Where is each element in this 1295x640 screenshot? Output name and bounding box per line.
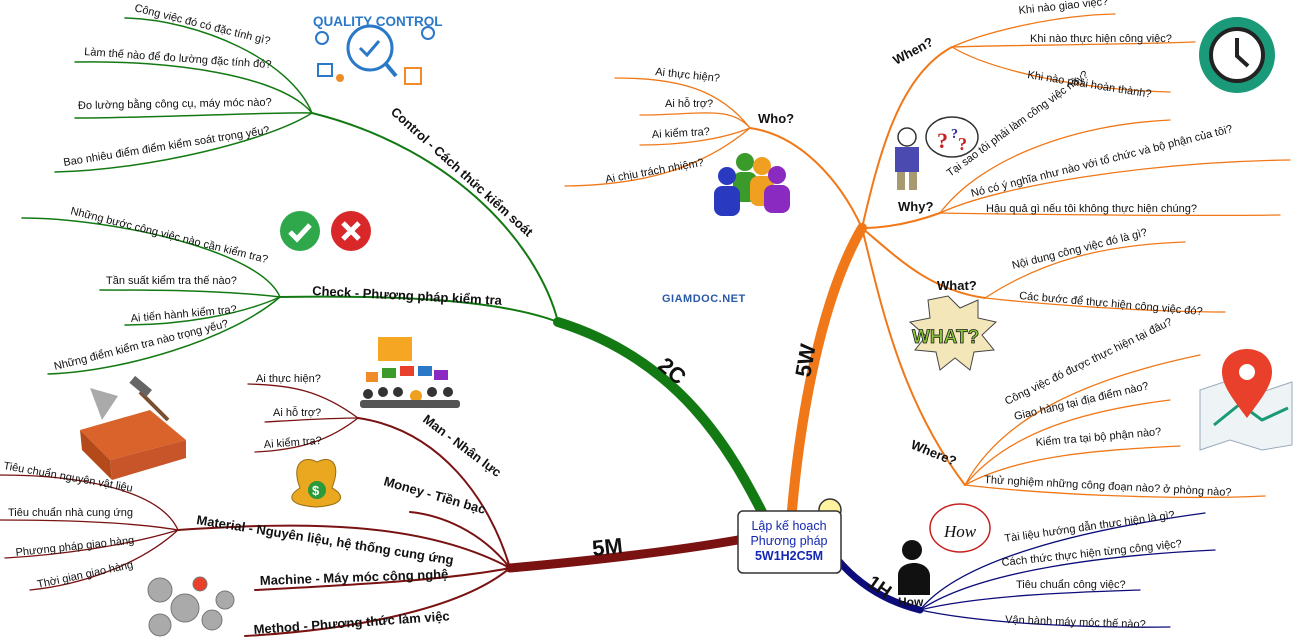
quality-control-title: QUALITY CONTROL (313, 14, 443, 29)
trunk-5m (505, 535, 743, 573)
where-item: Kiểm tra tại bộ phận nào? (1035, 426, 1162, 449)
how-thinker-graphic: How (898, 503, 991, 595)
trunk-1h (834, 556, 924, 614)
material-label: Material - Nguyên liệu, hệ thống cung ứn… (196, 512, 455, 568)
label-2c: 2C (653, 352, 691, 389)
quality-control-graphic (315, 24, 435, 85)
center-line-1: Lập kế hoạch (751, 519, 826, 533)
machine-label: Machine - Máy móc công nghệ (260, 566, 449, 588)
check-branch (279, 295, 559, 323)
how-item: Tài liệu hướng dẫn thực hiện là gì? (1004, 508, 1176, 545)
search-icon (315, 31, 329, 45)
where-label: Where? (909, 437, 959, 469)
money-bag-icon: $ (291, 458, 342, 508)
map-pin-graphic (1199, 349, 1293, 451)
thinking-person-graphic: ? ? ? (895, 116, 979, 190)
man-item: Ai kiểm tra? (263, 435, 322, 451)
what-label: What? (937, 278, 977, 293)
branch-5w (564, 13, 1291, 515)
people-speech-graphic (360, 337, 460, 408)
man-item: Ai thực hiện? (256, 373, 321, 385)
control-item: Bao nhiêu điểm điểm kiểm soát trọng yếu? (63, 124, 271, 168)
control-item: Công việc đó có đặc tính gì? (133, 2, 271, 47)
when-item: Khi nào thực hiện công việc? (1030, 33, 1172, 45)
control-branch (311, 112, 559, 323)
check-cross-graphic (280, 211, 371, 251)
people-group-graphic (714, 153, 790, 216)
control-label: Control - Cách thức kiểm soát (388, 104, 537, 240)
chart-icon (404, 67, 422, 85)
bricks-trowel-graphic (80, 375, 186, 480)
material-item: Phương pháp giao hàng (15, 535, 135, 559)
clock-icon (1199, 17, 1275, 93)
label-5w: 5W (790, 342, 820, 379)
how-bubble-text: How (943, 522, 977, 541)
what-item: Nội dung công việc đó là gì? (1011, 227, 1149, 272)
money-label: Money - Tiền bạc (382, 473, 487, 516)
who-item: Ai kiểm tra? (652, 126, 711, 141)
check-item: Tần suất kiểm tra thế nào? (106, 275, 237, 287)
center-line-2: Phương pháp (750, 534, 827, 548)
svg-text:?: ? (958, 134, 967, 154)
branch-2c (21, 17, 767, 517)
trunk-5w (787, 223, 867, 515)
center-box (737, 510, 842, 574)
center-line-3: 5W1H2C5M (755, 549, 823, 563)
why-label: Why? (898, 199, 933, 214)
man-label: Man - Nhân lực (420, 411, 504, 480)
who-item: Ai hỗ trợ? (665, 97, 713, 110)
material-item: Tiêu chuẩn nhà cung ứng (8, 507, 133, 519)
who-item: Ai chịu trách nhiệm? (604, 157, 704, 186)
gears-graphic (147, 576, 235, 637)
what-burst-graphic: WHAT? (908, 295, 998, 371)
check-item: Những điểm kiểm tra nào trọng yếu? (53, 318, 230, 373)
when-label: When? (890, 34, 935, 68)
what-graphic-text: WHAT? (912, 327, 979, 348)
location-pin-icon (1222, 349, 1272, 418)
watermark: GIAMDOC.NET (662, 293, 746, 305)
who-item: Ai thực hiện? (655, 66, 721, 85)
how-label: How (898, 595, 924, 609)
check-label: Check - Phương pháp kiểm tra (312, 283, 503, 308)
method-label: Method - Phương thức làm việc (253, 608, 450, 637)
label-5m: 5M (591, 533, 624, 561)
trunk-2c (553, 317, 767, 517)
check-item: Những bước công việc nào cần kiểm tra? (69, 205, 269, 266)
svg-text:?: ? (951, 127, 958, 142)
check-circle-icon (280, 211, 320, 251)
man-item: Ai hỗ trợ? (273, 406, 321, 419)
material-item: Thời gian giao hàng (36, 559, 134, 591)
branch-5m (0, 383, 743, 637)
svg-text:$: $ (312, 483, 320, 498)
svg-text:?: ? (937, 128, 948, 153)
check-icon (358, 40, 381, 58)
gear-icon (421, 26, 435, 40)
what-item: Các bước để thực hiện công việc đó? (1019, 290, 1203, 318)
why-item: Hậu quả gì nếu tôi không thực hiện chúng… (986, 203, 1197, 215)
control-item: Đo lường bằng công cụ, máy móc nào? (78, 96, 272, 112)
branch-1h (834, 512, 1216, 628)
how-item: Vận hành máy móc thế nào? (1005, 614, 1146, 631)
how-item: Tiêu chuẩn công việc? (1016, 579, 1126, 591)
who-label: Who? (758, 111, 794, 126)
